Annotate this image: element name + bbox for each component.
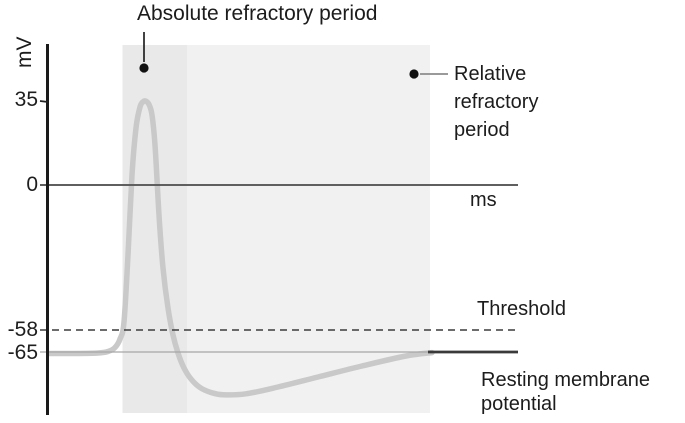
y-tick-35: 35 [14,88,38,111]
relative-refractory-label: Relative refractory period [454,63,539,141]
absolute-pointer-dot [139,63,149,73]
x-axis-label: ms [470,189,497,211]
y-tick-0: 0 [26,173,38,196]
absolute-refractory-label: Absolute refractory period [137,2,378,25]
relative-pointer-dot [409,69,419,79]
y-tick-neg58: -58 [7,318,38,341]
threshold-label: Threshold [477,298,566,320]
resting-membrane-potential-label: Resting membrane potential [481,369,650,415]
tick-35-mark [39,100,49,103]
membrane-potential-curve [46,98,435,398]
y-tick-neg65: -65 [7,341,38,364]
y-axis-label: mV [13,36,36,69]
